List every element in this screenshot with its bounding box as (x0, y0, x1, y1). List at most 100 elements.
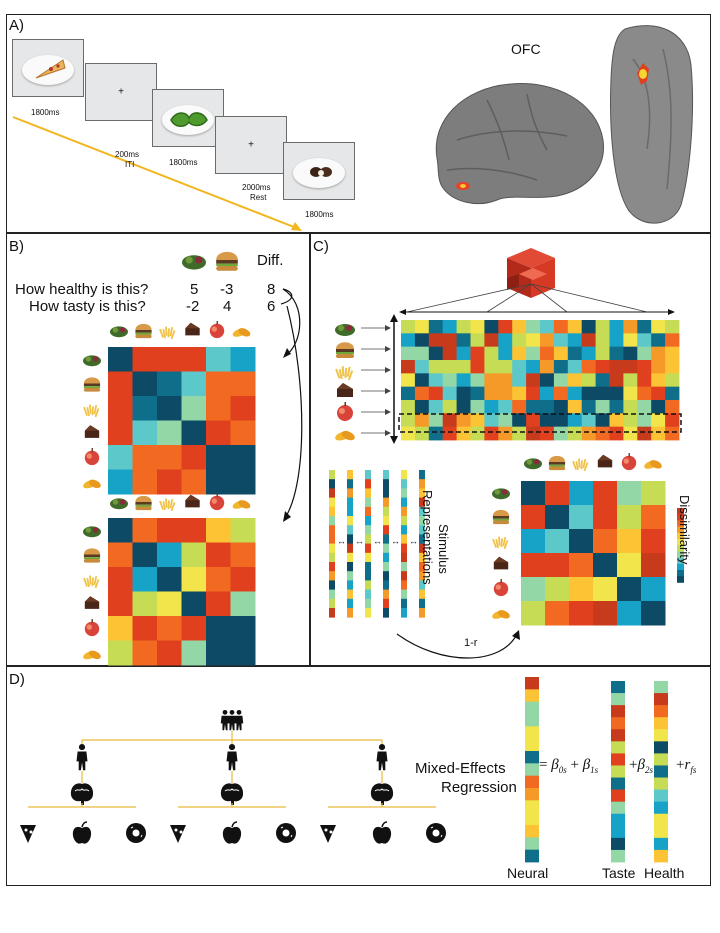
strip-compare-arrow: ↔ (409, 536, 418, 546)
representation-strip-cell (419, 598, 425, 609)
voxel-pattern-cell (526, 426, 541, 441)
voxel-pattern-cell (456, 333, 471, 348)
voxel-pattern-cell (623, 320, 638, 334)
representation-strip-cell (347, 497, 353, 508)
rdm-b2-cell (108, 640, 133, 666)
rdm-b1-cell (108, 396, 133, 421)
voxel-pattern-cell (581, 373, 596, 388)
width-arrow-head (668, 309, 675, 315)
voxel-pattern-cell (651, 373, 666, 388)
voxel-pattern-cell (442, 346, 457, 361)
voxel-pattern-cell (665, 373, 680, 388)
strip-compare-arrow: ↔ (373, 536, 382, 546)
panel-d: D) Mixed-Effects Regression = β0s + β1s … (6, 666, 711, 886)
rdm-c-cell (569, 577, 594, 602)
voxel-pattern-cell (470, 320, 485, 334)
voxel-pattern-cell (414, 386, 430, 401)
representation-strip-cell (383, 598, 389, 609)
representation-strip-cell (419, 562, 425, 572)
salad-icon (492, 488, 510, 500)
taste-bar-cell (611, 693, 625, 706)
voxel-pattern-cell (442, 320, 457, 334)
rdm-b2-cell (132, 567, 158, 592)
representation-strip-cell (365, 506, 371, 517)
voxel-pattern-cell (567, 413, 583, 428)
voxel-pattern-cell (651, 400, 666, 414)
voxel-pattern-cell (442, 386, 457, 401)
representation-strip-cell (401, 571, 407, 581)
representation-strip-cell (383, 506, 389, 517)
rdm-b1-cell (157, 420, 182, 446)
taste-bar-cell (611, 837, 625, 851)
chocolate-image (310, 167, 332, 177)
representation-strip-cell (419, 479, 425, 489)
representation-strip-cell (365, 525, 371, 535)
rdm-c-cell (617, 553, 642, 578)
representation-strip-cell (383, 608, 389, 618)
voxel-pattern-cell (401, 413, 416, 428)
person-icon (234, 709, 244, 731)
representation-strip-cell (419, 516, 425, 526)
representation-strip-cell (383, 488, 389, 498)
representation-strip-cell (401, 598, 407, 609)
person-icon (226, 744, 238, 771)
voxel-pattern-cell (498, 386, 513, 401)
rdm-b1-cell (108, 420, 133, 446)
voxel-pattern-cell (567, 386, 583, 401)
voxel-pattern-cell (428, 386, 444, 401)
burger-icon (83, 548, 101, 563)
voxel-pattern-cell (470, 333, 485, 348)
voxel-pattern-cell (651, 333, 666, 348)
burger-icon (548, 455, 566, 471)
rdm-b1-cell (230, 396, 256, 421)
rdm-b2-cell (157, 518, 182, 543)
rdm-c-cell (569, 553, 594, 578)
neural-bar-cell (525, 714, 539, 727)
stimulus-representations-label-2: Representations (420, 490, 435, 585)
voxel-pattern-cell (637, 426, 652, 441)
rdm-c-cell (569, 481, 594, 506)
pizza-icon (320, 825, 336, 843)
voxel-pattern-cell (498, 346, 513, 361)
colorbar-segment (677, 557, 684, 565)
voxel-pattern-cell (428, 320, 444, 334)
burger-icon (135, 323, 152, 339)
stimulus-representations-label-1: Stimulus (436, 524, 451, 574)
timing-4: 2000ms (242, 183, 271, 192)
rdm-c-cell (593, 577, 618, 602)
voxel-pattern-cell (526, 360, 541, 374)
rdm-b2-cell (132, 542, 158, 568)
fries-icon (83, 575, 100, 589)
representation-strip-cell (329, 497, 335, 508)
representation-strip-cell (329, 562, 335, 572)
height-arrow-head (390, 314, 398, 322)
question-healthy: How healthy is this? (15, 281, 149, 298)
healthy-value-salad: 5 (190, 281, 199, 298)
representation-strip-cell (329, 608, 335, 618)
voxel-pattern-cell (665, 360, 680, 374)
voxel-pattern-cell (401, 360, 416, 374)
rdm-b1-cell (181, 371, 207, 397)
voxel-pattern-cell (637, 320, 652, 334)
representation-strip-cell (401, 470, 407, 480)
projection-arrow (406, 283, 532, 313)
voxel-pattern-cell (637, 346, 652, 361)
voxel-pattern-cell (567, 320, 583, 334)
cake-icon (84, 425, 100, 438)
cake-icon (493, 556, 509, 570)
voxel-pattern-cell (553, 333, 569, 348)
neural-bar-cell (525, 701, 539, 715)
colorbar-segment (677, 539, 684, 546)
voxel-pattern-cell (553, 346, 569, 361)
mango-icon (644, 460, 662, 469)
neural-label: Neural (507, 865, 549, 881)
representation-strip-cell (347, 543, 353, 554)
pizza-image (35, 59, 66, 79)
representation-strip-cell (329, 598, 335, 609)
voxel-pattern-cell (428, 346, 444, 361)
one-minus-r-label: 1-r (464, 637, 478, 649)
voxel-cube-icon (507, 248, 555, 298)
fries-icon (335, 366, 354, 381)
question-tasty: How tasty is this? (29, 298, 146, 315)
iti-frame: + (85, 63, 157, 121)
